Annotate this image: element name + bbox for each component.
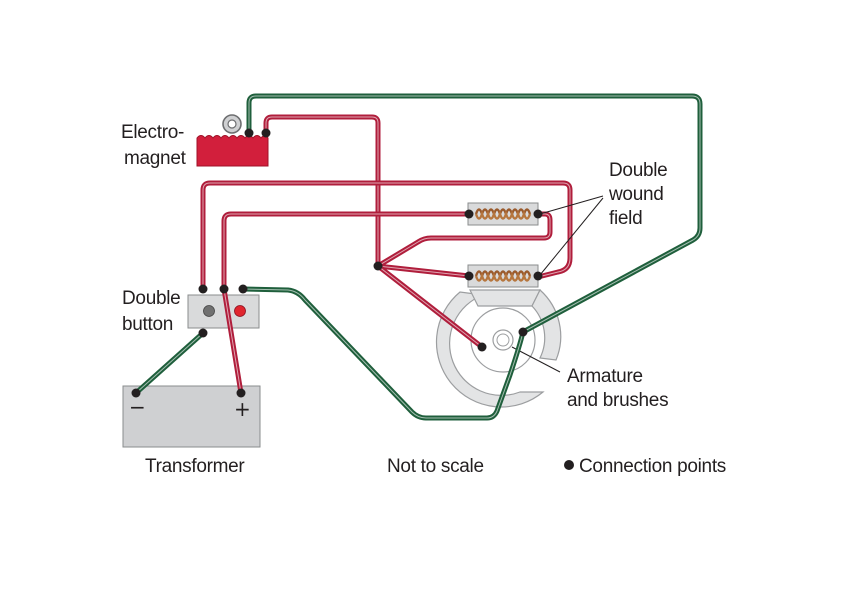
armature-label-line2: and brushes <box>567 390 668 411</box>
field-label-leader <box>539 197 604 276</box>
connection-point <box>131 388 141 398</box>
connection-point <box>464 271 474 281</box>
connection-point <box>533 209 543 219</box>
connection-point <box>236 388 246 398</box>
battery-negative-sign: − <box>129 395 146 419</box>
electromagnet-label-line1: Electro- <box>121 122 184 143</box>
connection-point <box>238 284 248 294</box>
motor-armature <box>435 289 562 408</box>
connection-points <box>131 128 543 398</box>
electromagnet <box>196 114 269 167</box>
armature-label-line1: Armature <box>567 366 643 387</box>
connection-point <box>518 327 528 337</box>
field-label-leader <box>539 195 604 215</box>
field-coil-upper <box>467 202 539 226</box>
not-to-scale-label: Not to scale <box>387 456 484 477</box>
button-gray-icon <box>203 305 215 317</box>
connection-point <box>261 128 271 138</box>
transformer-label: Transformer <box>145 456 245 477</box>
battery-positive-sign: + <box>234 397 251 421</box>
field-label-line1: Double <box>609 160 667 181</box>
field-coil-lower <box>467 264 539 288</box>
double-button-label-line2: button <box>122 314 173 335</box>
connection-point <box>219 284 229 294</box>
electromagnet-body <box>196 135 269 167</box>
connection-point <box>198 328 208 338</box>
connection-point <box>477 342 487 352</box>
field-label-line2: wound <box>608 184 664 205</box>
wires <box>133 93 703 421</box>
green-wires <box>133 93 703 421</box>
button-red-icon <box>234 305 246 317</box>
electromagnet-label-line2: magnet <box>124 148 187 169</box>
legend-dot-icon <box>564 460 574 470</box>
connection-point <box>464 209 474 219</box>
red-wires <box>200 114 573 396</box>
field-label-line3: field <box>609 208 642 229</box>
connection-point <box>373 261 383 271</box>
connection-point <box>244 128 254 138</box>
legend-connection-points: Connection points <box>579 456 726 477</box>
connection-point <box>533 271 543 281</box>
connection-point <box>198 284 208 294</box>
double-button-label-line1: Double <box>122 288 180 309</box>
transformer-box <box>122 385 261 448</box>
